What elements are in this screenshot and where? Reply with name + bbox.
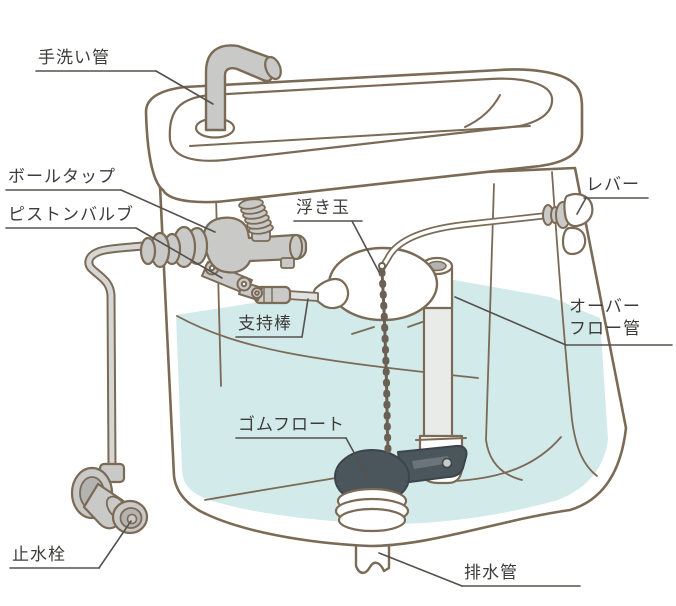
label-lever: レバー	[586, 175, 640, 195]
label-overflow-pipe: オーバー フロー管	[569, 296, 641, 340]
label-ball-tap: ボールタップ	[8, 167, 116, 187]
chain	[378, 262, 392, 454]
rubber-float-leader	[345, 437, 369, 479]
ball-tap-linkage	[201, 260, 263, 301]
lever-leader	[576, 197, 587, 215]
label-rubber-float: ゴムフロート	[238, 415, 345, 435]
supply-pipe	[84, 240, 159, 473]
label-hand-wash-pipe: 手洗い管	[38, 48, 110, 68]
label-lines	[5, 70, 673, 587]
tank-lid	[144, 68, 584, 204]
lever-rod	[378, 212, 547, 272]
label-drain-pipe: 排水管	[464, 563, 518, 583]
hand-wash-pipe-leader	[155, 70, 214, 105]
label-support-rod: 支持棒	[238, 314, 292, 334]
label-overflow-pipe-line1: オーバー	[569, 297, 641, 317]
overflow-pipe-lower	[422, 290, 454, 442]
label-stop-valve: 止水栓	[12, 545, 66, 565]
stop-valve-leader	[98, 520, 132, 569]
float-ball-leader	[351, 220, 380, 273]
drain-pipe-leader	[378, 552, 463, 587]
label-piston-valve: ピストンバルブ	[8, 205, 134, 225]
overflow-pipe-leader	[454, 296, 567, 346]
label-overflow-pipe-line2: フロー管	[569, 319, 641, 339]
flush-valve-seat	[334, 487, 410, 533]
water	[176, 277, 608, 525]
label-float-ball: 浮き玉	[296, 198, 350, 218]
tank-inner-edges	[176, 171, 598, 501]
hand-wash-pipe	[194, 44, 282, 139]
ball-tap	[202, 216, 308, 274]
support-rod	[253, 277, 350, 310]
piston-valve	[139, 225, 209, 269]
piston-valve-leader	[135, 227, 223, 279]
stop-valve	[70, 462, 149, 535]
support-rod-leader	[301, 298, 309, 338]
ball-tap-leader	[120, 189, 216, 233]
